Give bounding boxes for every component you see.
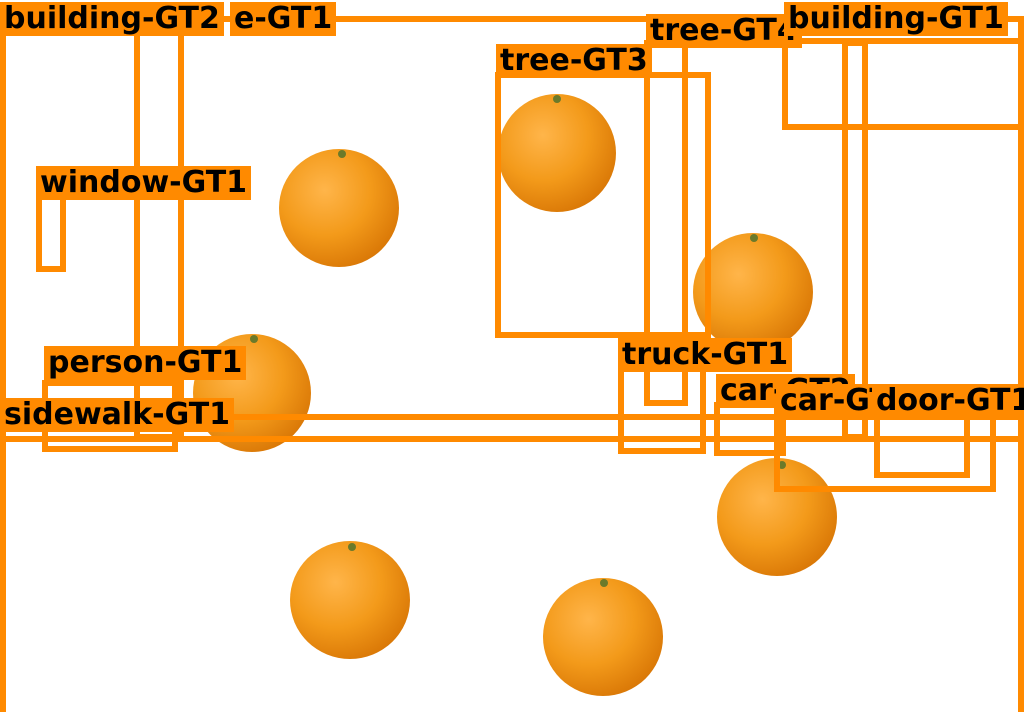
building2-box (0, 16, 1024, 712)
label-tree-left: e-GT1 (230, 2, 337, 36)
window1-box (36, 194, 66, 272)
label-person1: person-GT1 (44, 346, 247, 380)
label-building1: building-GT1 (784, 2, 1008, 36)
orange-6 (290, 541, 410, 659)
orange-3 (693, 233, 813, 351)
truck1-box (618, 366, 706, 454)
door1-box (874, 408, 970, 478)
label-sidewalk1: sidewalk-GT1 (0, 398, 235, 432)
label-truck1: truck-GT1 (618, 338, 793, 372)
label-window1: window-GT1 (36, 166, 252, 200)
label-tree4: tree-GT4 (646, 14, 802, 48)
orange-1 (279, 149, 399, 267)
orange-7 (543, 578, 663, 696)
orange-2 (498, 94, 616, 212)
building1-box (782, 38, 1024, 130)
label-tree3: tree-GT3 (496, 44, 652, 78)
label-building2: building-GT2 (0, 2, 224, 36)
label-door1: door-GT1 (872, 384, 1024, 418)
